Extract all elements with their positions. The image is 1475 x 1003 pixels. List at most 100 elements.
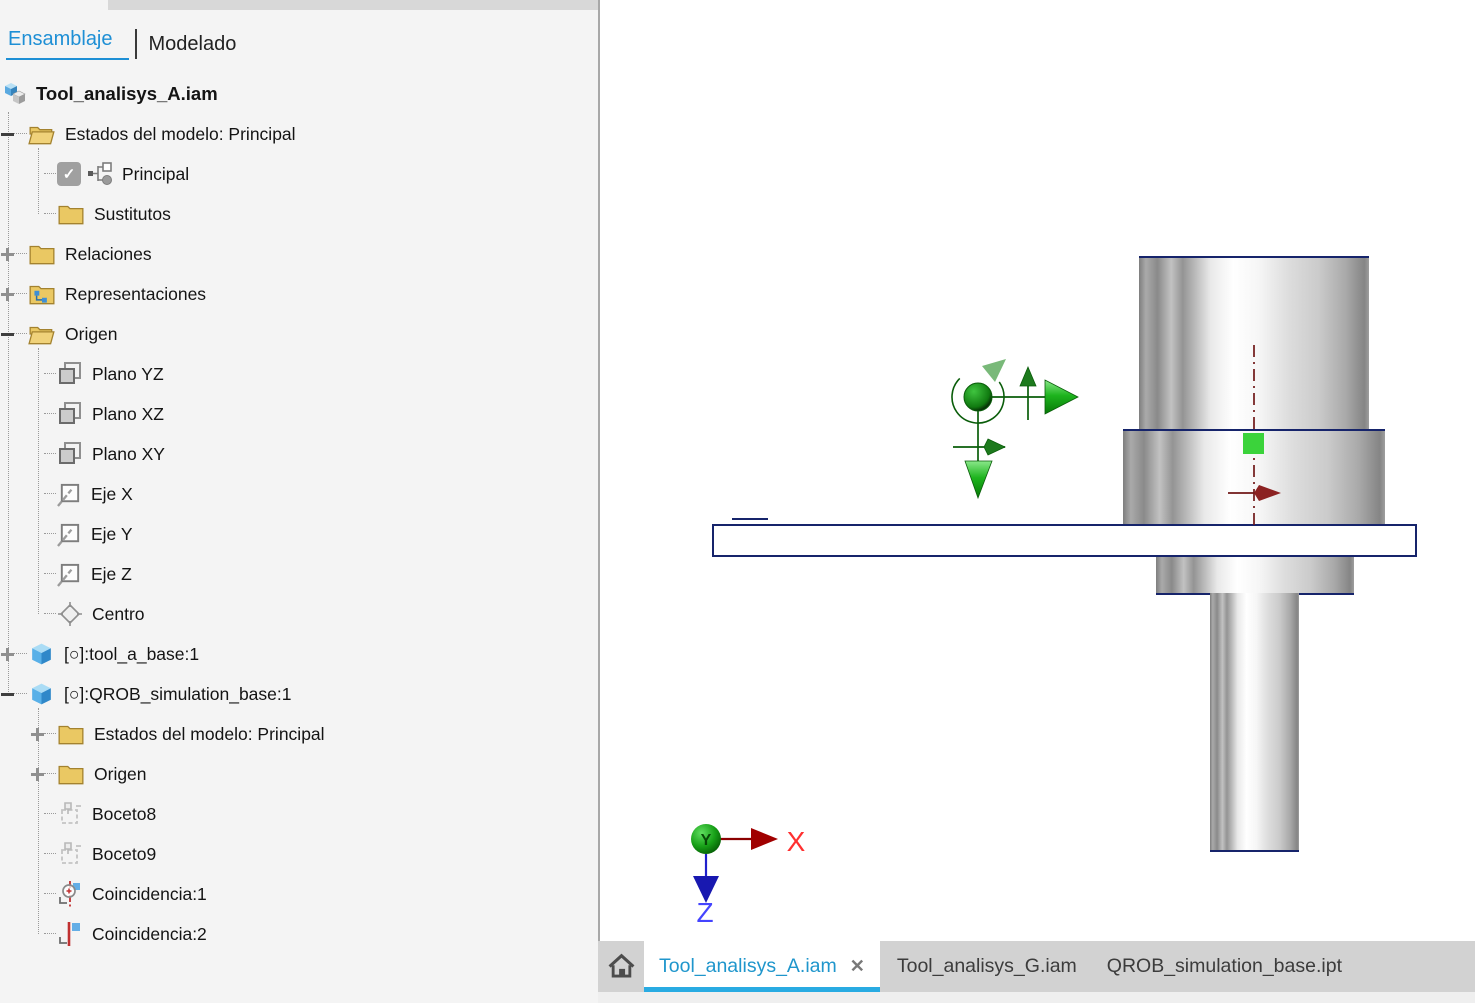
tab-ensamblaje[interactable]: Ensamblaje [6,28,129,60]
tree-item-label: Boceto9 [92,843,157,864]
folder-icon [58,725,84,745]
doc-tab-label: Tool_analisys_A.iam [659,955,837,977]
model-viewport[interactable]: X Z Y [600,0,1475,941]
tree-item-plano-yz[interactable]: Plano YZ [0,354,598,394]
tree-item-principal[interactable]: ✓ Principal [0,154,598,194]
expand-expander[interactable] [31,768,44,781]
tree-item-boceto8[interactable]: Boceto8 [0,794,598,834]
doc-tab-qrob-simulation-base[interactable]: QROB_simulation_base.ipt [1092,941,1357,992]
tree-item-origen[interactable]: Origen [0,314,598,354]
x-axis-label: X [787,826,806,857]
tree-guide [8,112,9,694]
tree-item-qrob-simulation-base-1[interactable]: [○]:QROB_simulation_base:1 [0,674,598,714]
expand-expander[interactable] [31,728,44,741]
tree-item-tool-a-base-1[interactable]: [○]:tool_a_base:1 [0,634,598,674]
tree-item-label: Plano YZ [92,363,164,384]
work-axis-icon [57,563,80,587]
collapse-expander[interactable] [1,328,14,341]
tree-item-label: Principal [122,163,190,184]
translate-x-arrow[interactable] [1044,379,1079,415]
tree-item-eje-x[interactable]: Eje X [0,474,598,514]
work-plane-icon [59,362,81,384]
tree-item-boceto9[interactable]: Boceto9 [0,834,598,874]
orientation-triad: X Z Y [691,824,806,928]
small-right-cone[interactable] [983,438,1006,456]
x-axis-arrow [751,828,778,850]
active-tab-underline [644,987,880,992]
representations-folder-icon [29,285,55,305]
tree-item-plano-xz[interactable]: Plano XZ [0,394,598,434]
joint-manipulator[interactable] [920,340,1100,510]
tree-item-eje-y[interactable]: Eje Y [0,514,598,554]
tree-item-coincidencia-1[interactable]: Coincidencia:1 [0,874,598,914]
panel-divider[interactable] [598,0,600,1003]
sketch-icon [61,802,81,824]
tree-item-coincidencia-2[interactable]: Coincidencia:2 [0,914,598,954]
doc-tab-label: QROB_simulation_base.ipt [1106,955,1342,977]
work-axis-icon [57,483,80,507]
tree-item-label: Eje Y [91,523,133,544]
expand-expander[interactable] [1,648,14,661]
tree-item-label: Sustitutos [94,203,171,224]
open-folder-icon [28,326,55,345]
y-axis-sphere [691,824,721,854]
tree-item-estados-del-modelo-child[interactable]: Estados del modelo: Principal [0,714,598,754]
model-state-icon [88,162,112,185]
tree-item-tool-analisys-a-root[interactable]: Tool_analisys_A.iam [0,74,598,114]
translate-z-arrow[interactable] [964,460,993,500]
mate-constraint-icon [59,881,80,907]
tree-item-centro[interactable]: Centro [0,594,598,634]
tab-modelado[interactable]: Modelado [148,32,237,55]
model-base-plate [712,524,1417,557]
tree-item-estados-del-modelo[interactable]: Estados del modelo: Principal [0,114,598,154]
tree-item-label: Centro [92,603,145,624]
model-collar-cylinder [1123,429,1385,526]
rotate-ring[interactable] [942,361,1014,433]
close-icon[interactable]: ✕ [849,956,865,976]
home-icon [608,953,634,978]
work-plane-icon [59,442,81,464]
tree-item-representaciones[interactable]: Representaciones [0,274,598,314]
tree-item-label: Coincidencia:1 [92,883,207,904]
tree-item-label: Eje Z [91,563,132,584]
home-button[interactable] [598,941,644,992]
model-top-cylinder [1139,256,1369,431]
tree-item-label: [○]:QROB_simulation_base:1 [64,683,292,704]
tree-item-label: Tool_analisys_A.iam [36,83,218,104]
check-icon: ✓ [62,166,76,183]
tree-item-label: Plano XY [92,443,165,464]
model-lower-collar [1156,555,1354,595]
tree-item-label: Representaciones [65,283,207,304]
tree-item-label: Origen [94,763,147,784]
tree-item-relaciones[interactable]: Relaciones [0,234,598,274]
manipulator-sphere[interactable] [963,382,993,412]
expand-expander[interactable] [1,248,14,261]
collapse-expander[interactable] [1,128,14,141]
part-icon [32,643,51,664]
browser-tab-bar: Ensamblaje Modelado [6,26,240,62]
panel-top-strip [108,0,598,10]
small-up-cone[interactable] [1019,365,1037,387]
assembly-icon [5,83,26,104]
checkbox-checked[interactable]: ✓ [57,162,81,186]
tree-item-origen-child[interactable]: Origen [0,754,598,794]
tree-guide [38,708,39,934]
tree-item-label: Boceto8 [92,803,157,824]
part-icon [32,683,51,704]
doc-tab-label: Tool_analisys_G.iam [896,955,1077,977]
rotate-arrowhead [982,359,1006,382]
tree-guide [38,348,39,614]
work-plane-icon [59,402,81,424]
tree-item-label: Relaciones [65,243,152,264]
plate-edge-mark [732,518,768,520]
model-shaft [1210,593,1299,852]
doc-tab-tool-analisys-g[interactable]: Tool_analisys_G.iam [882,941,1092,992]
tree-item-plano-xy[interactable]: Plano XY [0,434,598,474]
tree-item-eje-z[interactable]: Eje Z [0,554,598,594]
expand-expander[interactable] [1,288,14,301]
doc-tab-tool-analisys-a[interactable]: Tool_analisys_A.iam ✕ [644,941,880,992]
tree-item-sustitutos[interactable]: Sustitutos [0,194,598,234]
collapse-expander[interactable] [1,688,14,701]
document-tab-bar: Tool_analisys_A.iam ✕ Tool_analisys_G.ia… [598,941,1475,992]
